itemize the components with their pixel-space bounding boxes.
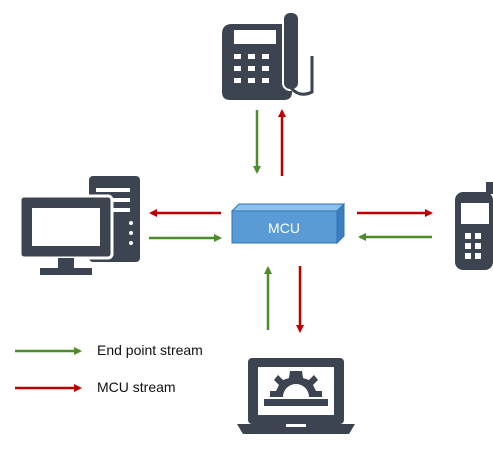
mobile-phone-icon xyxy=(455,182,493,270)
desktop-computer-icon xyxy=(18,176,140,275)
mcu-box[interactable]: MCU xyxy=(230,202,346,245)
mcu-label: MCU xyxy=(268,220,300,236)
legend-mcu-label: MCU stream xyxy=(97,379,176,395)
legend-endpoint-label: End point stream xyxy=(97,342,203,358)
laptop-gear-icon xyxy=(237,356,355,434)
desk-phone-icon xyxy=(222,11,314,100)
